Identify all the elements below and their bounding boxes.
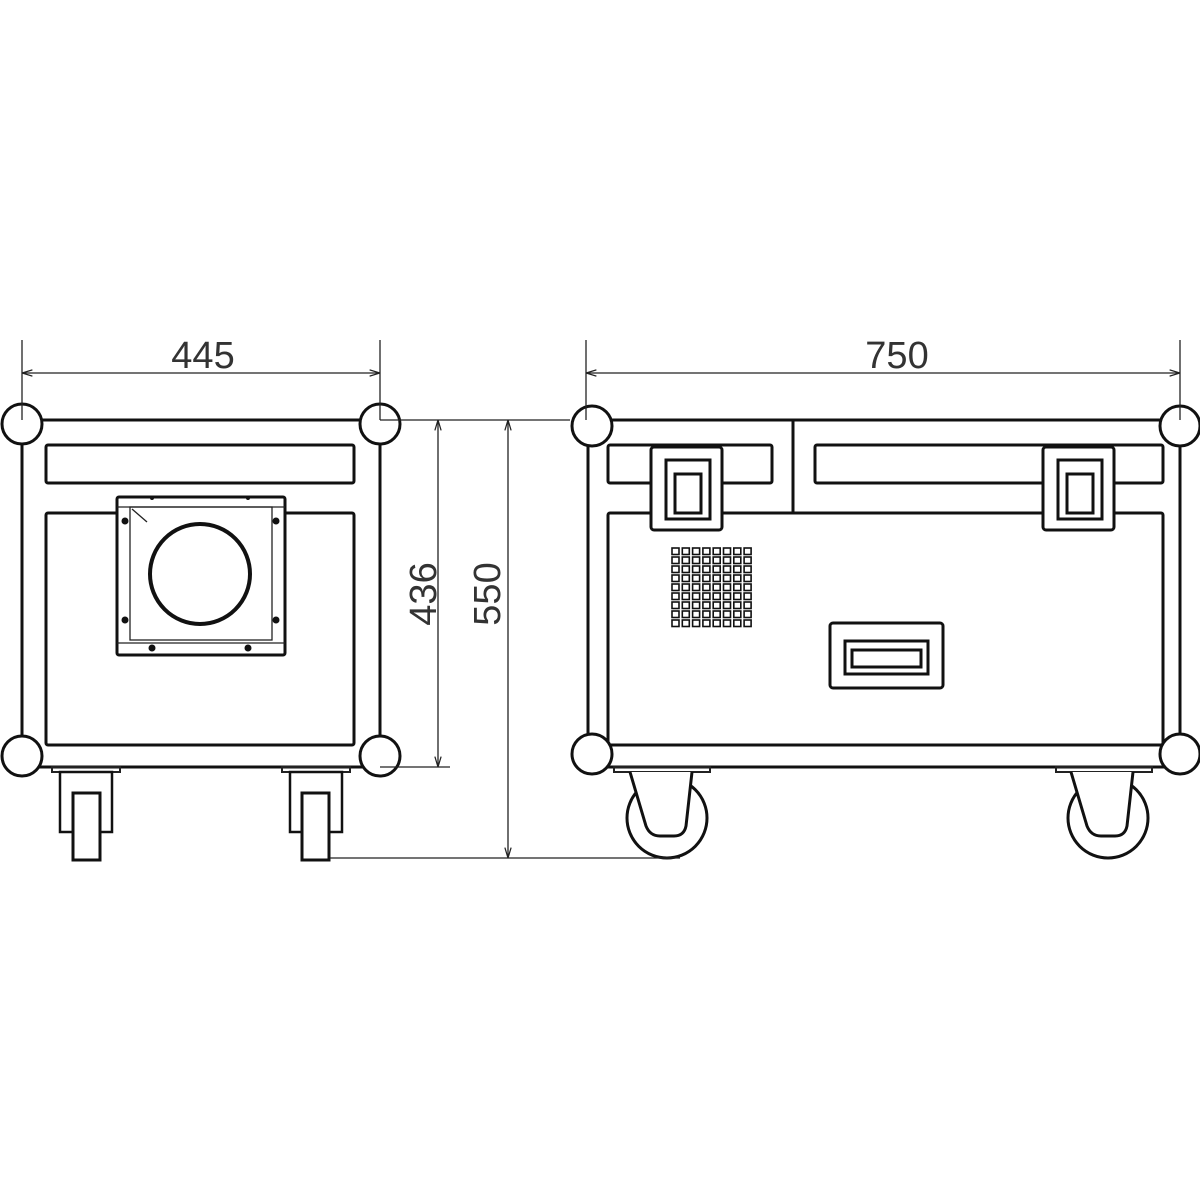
dim-total-height: 550 xyxy=(467,562,509,625)
grille-hole xyxy=(722,592,732,601)
side-view xyxy=(0,402,402,862)
grille-hole xyxy=(671,565,680,574)
grille-hole xyxy=(691,592,701,601)
grille-hole xyxy=(702,547,711,556)
grille-hole xyxy=(722,565,732,574)
front-corners xyxy=(570,404,1200,776)
grille-hole xyxy=(743,610,752,619)
grille-hole xyxy=(722,574,732,583)
dim-side-width: 445 xyxy=(171,335,234,377)
grille-hole xyxy=(671,574,680,583)
grille-hole xyxy=(702,619,711,628)
dim-front-width: 750 xyxy=(865,335,928,377)
front-frame xyxy=(586,418,1182,769)
grille-hole xyxy=(702,556,711,565)
grille-hole xyxy=(722,556,732,565)
grille-hole xyxy=(681,610,691,619)
grille-hole xyxy=(743,547,752,556)
grille-hole xyxy=(681,574,691,583)
grille-hole xyxy=(722,547,732,556)
grille-hole xyxy=(681,547,691,556)
grille-hole xyxy=(732,610,742,619)
grille-hole xyxy=(722,610,732,619)
grille-hole xyxy=(712,547,722,556)
front-caster-right xyxy=(1055,766,1153,860)
grille-hole xyxy=(671,556,680,565)
plate-screws xyxy=(121,496,280,652)
grille-hole xyxy=(681,619,691,628)
grille-hole xyxy=(671,547,680,556)
grille-hole xyxy=(712,565,722,574)
grille-hole xyxy=(743,583,752,592)
side-caster-right xyxy=(281,766,351,862)
front-view xyxy=(570,404,1200,860)
grille-hole xyxy=(702,610,711,619)
front-top-panel-right xyxy=(813,443,1165,485)
latch-right xyxy=(1041,445,1116,532)
grille-hole xyxy=(691,556,701,565)
recessed-handle xyxy=(828,621,945,690)
outlet-plate xyxy=(115,495,287,657)
grille-hole xyxy=(691,610,701,619)
vent-grille xyxy=(671,547,752,628)
front-caster-left xyxy=(613,766,711,860)
grille-hole xyxy=(671,601,680,610)
grille-hole xyxy=(691,565,701,574)
side-corners xyxy=(0,402,402,778)
grille-hole xyxy=(722,583,732,592)
grille-hole xyxy=(732,619,742,628)
grille-hole xyxy=(691,574,701,583)
grille-hole xyxy=(732,592,742,601)
side-top-panel xyxy=(44,443,356,485)
grille-hole xyxy=(691,601,701,610)
grille-hole xyxy=(712,601,722,610)
grille-hole xyxy=(691,619,701,628)
grille-hole xyxy=(691,547,701,556)
grille-hole xyxy=(702,601,711,610)
grille-hole xyxy=(743,592,752,601)
grille-hole xyxy=(712,592,722,601)
grille-hole xyxy=(722,619,732,628)
grille-hole xyxy=(743,601,752,610)
grille-hole xyxy=(722,601,732,610)
dimension-lines xyxy=(21,340,1181,859)
grille-hole xyxy=(702,583,711,592)
grille-hole xyxy=(691,583,701,592)
grille-hole xyxy=(712,556,722,565)
grille-hole xyxy=(702,565,711,574)
side-frame xyxy=(20,418,382,769)
grille-hole xyxy=(743,565,752,574)
grille-hole xyxy=(681,556,691,565)
grille-hole xyxy=(732,565,742,574)
grille-hole xyxy=(681,592,691,601)
latch-left xyxy=(649,445,724,532)
dim-body-height: 436 xyxy=(403,562,445,625)
grille-hole xyxy=(712,610,722,619)
grille-hole xyxy=(712,574,722,583)
grille-hole xyxy=(732,556,742,565)
grille-hole xyxy=(732,574,742,583)
grille-hole xyxy=(681,583,691,592)
grille-hole xyxy=(702,574,711,583)
grille-hole xyxy=(732,547,742,556)
grille-hole xyxy=(712,619,722,628)
grille-hole xyxy=(671,583,680,592)
grille-hole xyxy=(681,601,691,610)
grille-hole xyxy=(702,592,711,601)
grille-hole xyxy=(671,592,680,601)
grille-hole xyxy=(671,619,680,628)
grille-hole xyxy=(732,601,742,610)
grille-hole xyxy=(743,574,752,583)
front-lower-panel xyxy=(606,511,1165,747)
grille-hole xyxy=(743,556,752,565)
outlet-opening xyxy=(148,522,252,626)
side-caster-left xyxy=(51,766,121,862)
grille-hole xyxy=(732,583,742,592)
grille-hole xyxy=(743,619,752,628)
grille-hole xyxy=(681,565,691,574)
grille-hole xyxy=(712,583,722,592)
grille-hole xyxy=(671,610,680,619)
